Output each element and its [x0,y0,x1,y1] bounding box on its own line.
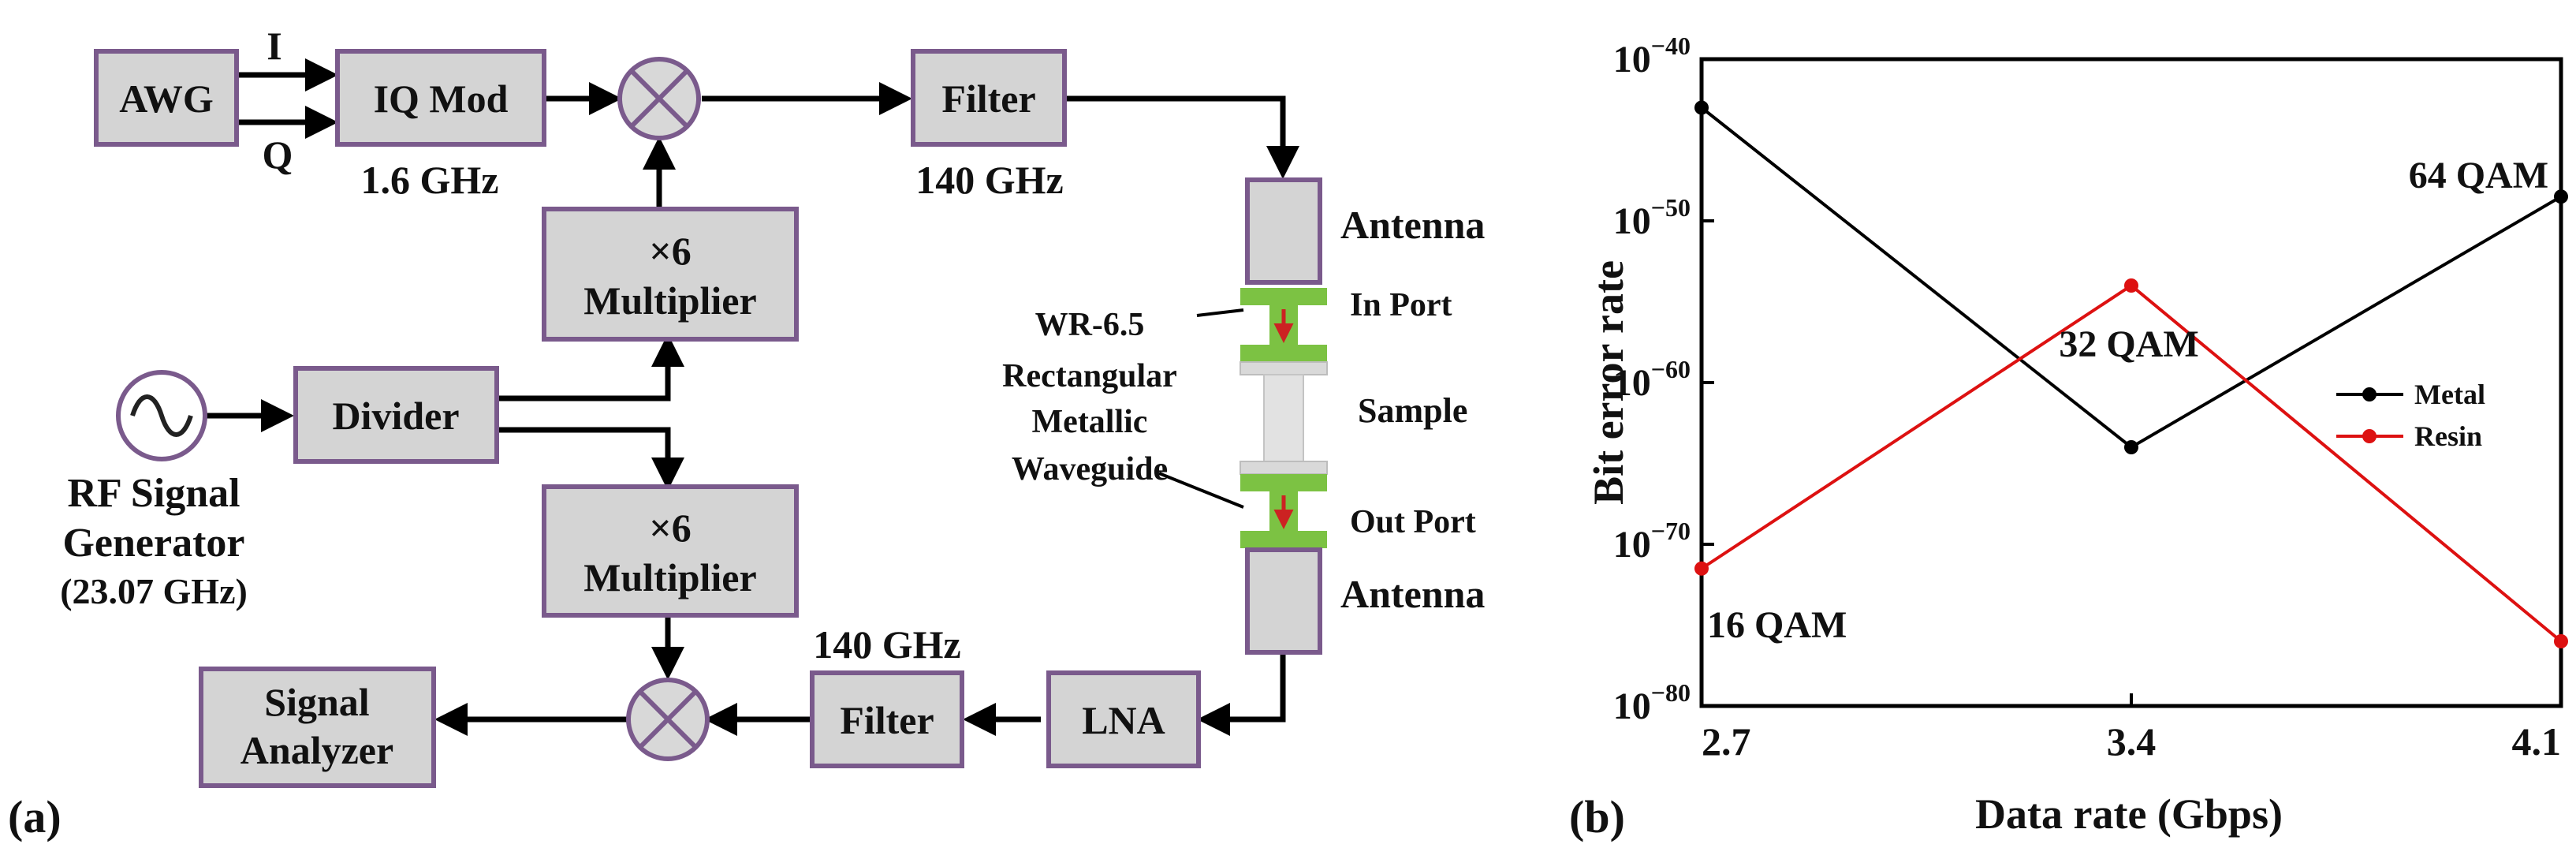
data-point-resin [1694,561,1709,576]
waveguide-line4: Waveguide [1012,451,1168,487]
legend-resin: Resin [2414,420,2482,452]
x-tick-label: 3.4 [2107,719,2157,764]
q-label: Q [263,133,293,177]
multiplier-bottom-block: ×6 Multiplier [542,484,799,618]
multiplier-top-line2: Multiplier [583,278,756,323]
mixer-bottom-icon [626,678,710,761]
rf-gen-line1: RF Signal [67,471,240,516]
sample-section [1240,361,1328,475]
sample-label: Sample [1358,391,1467,430]
data-point-resin [2554,634,2568,648]
filter-top-label: Filter [941,77,1035,121]
i-label: I [267,24,281,68]
divider-label: Divider [332,394,459,438]
signal-analyzer-line1: Signal [264,680,370,724]
waveguide-pointer-bottom [1158,472,1244,509]
x-tick-label: 4.1 [2512,719,2562,764]
data-point-metal [2124,440,2138,454]
in-port-flange [1240,288,1327,362]
waveguide-line1: WR-6.5 [1035,307,1145,343]
filter-bottom-freq-label: 140 GHz [813,622,960,667]
lna-block: LNA [1046,670,1201,768]
awg-block: AWG [94,49,239,147]
out-port-label: Out Port [1350,504,1476,540]
antenna-bottom-label: Antenna [1340,572,1485,616]
filter-bottom-label: Filter [840,698,934,742]
annotation-64qam: 64 QAM [2409,155,2548,196]
filter-top-freq-label: 140 GHz [915,158,1063,202]
multiplier-bottom-line1: ×6 [649,506,692,550]
waveguide-line3: Metallic [1032,404,1148,440]
filter-top-block: Filter [911,49,1067,147]
panel-b-label: (b) [1569,791,1625,842]
iq-freq-label: 1.6 GHz [361,158,499,202]
multiplier-top-line1: ×6 [649,229,692,273]
out-port-flange [1240,474,1327,548]
waveguide-line2: Rectangular [1002,358,1177,394]
data-point-metal [2554,189,2568,204]
rf-gen-line3: (23.07 GHz) [60,571,248,611]
rf-gen-line2: Generator [62,521,244,566]
multiplier-top-block: ×6 Multiplier [542,207,799,342]
antenna-top-label: Antenna [1340,203,1485,247]
annotation-16qam: 16 QAM [1707,604,1847,646]
y-tick-label: 10−40 [1613,32,1691,80]
antenna-bottom [1245,547,1322,655]
y-tick-label: 10−80 [1613,678,1691,727]
legend-metal: Metal [2414,379,2485,410]
mixer-top-icon [617,57,701,140]
x-tick-label: 2.7 [1702,719,1751,764]
y-axis-title: Bit error rate [1585,260,1632,505]
panel-a-label: (a) [8,791,62,842]
multiplier-bottom-line2: Multiplier [583,555,756,599]
awg-label: AWG [119,77,213,121]
antenna-top [1245,177,1322,285]
lna-label: LNA [1082,698,1165,742]
annotation-32qam: 32 QAM [2059,323,2198,365]
filter-bottom-block: Filter [810,670,964,768]
y-tick-label: 10−70 [1613,517,1691,566]
data-point-resin [2124,278,2138,293]
signal-analyzer-line2: Analyzer [240,728,393,772]
divider-block: Divider [293,366,499,464]
signal-analyzer-block: Signal Analyzer [199,667,436,788]
rf-source-icon [116,370,207,461]
iq-mod-block: IQ Mod [335,49,546,147]
iq-mod-label: IQ Mod [374,77,509,121]
legend: Metal Resin [2336,379,2485,452]
y-tick-label: 10−50 [1613,193,1691,242]
data-point-metal [1694,100,1709,115]
in-port-label: In Port [1350,287,1452,323]
waveguide-pointer-top [1196,308,1244,317]
x-axis-title: Data rate (Gbps) [1975,790,2283,838]
series-layer [1694,100,2568,648]
x-axis-ticks: 2.7 3.4 4.1 [1700,693,2563,764]
signal-wires [162,58,1299,736]
